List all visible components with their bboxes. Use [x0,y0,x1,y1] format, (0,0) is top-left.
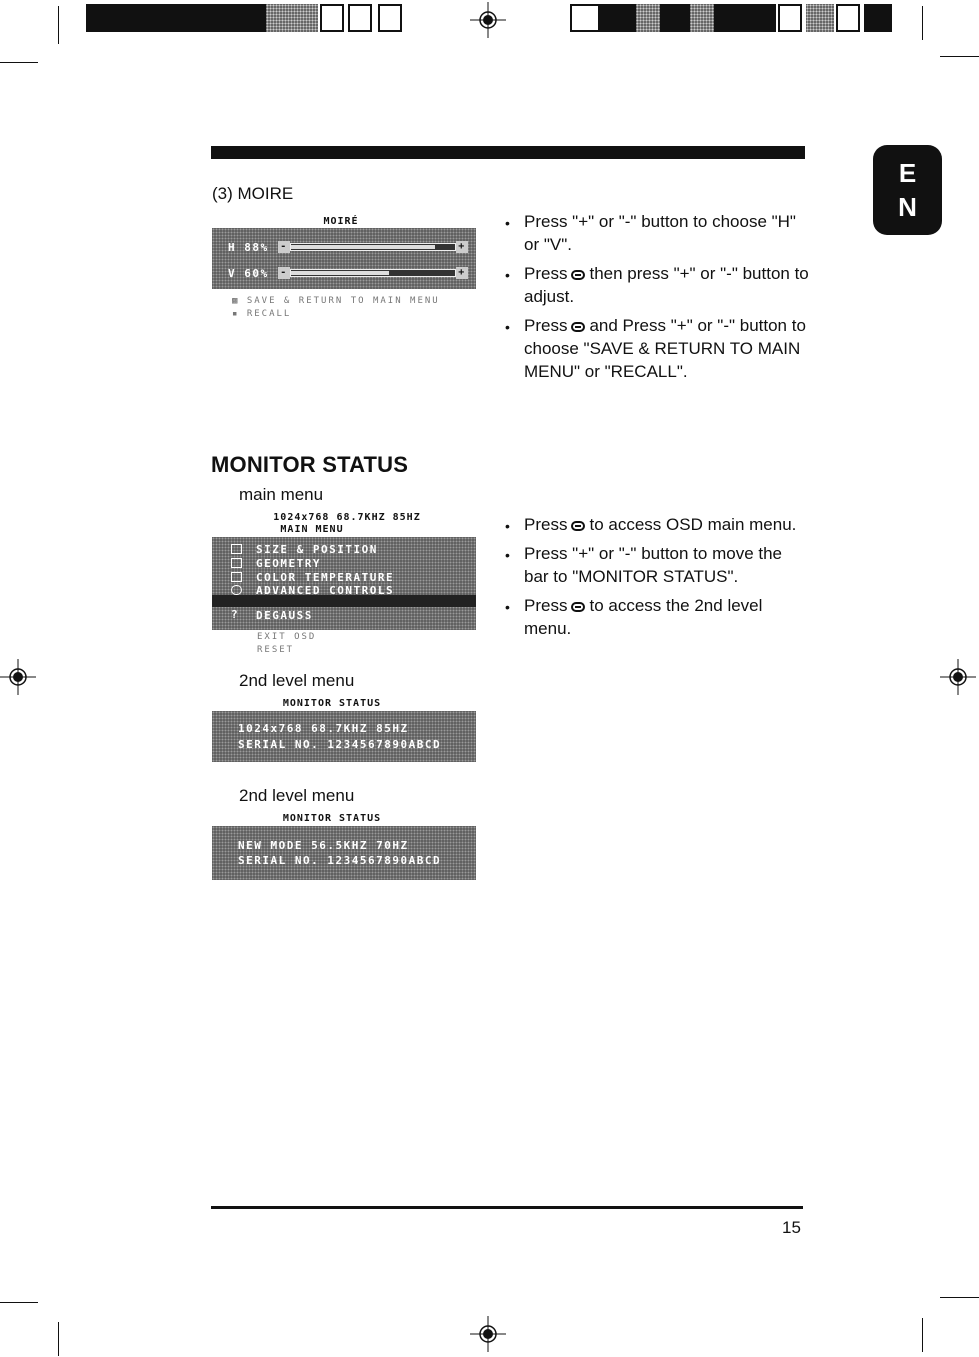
registration-crosshair-icon [940,659,976,695]
list-item: Press "+" or "-" button to move the bar … [505,542,810,588]
instruction-text: Press "+" or "-" button to choose "H" or… [524,212,796,254]
registration-crosshair-icon [0,659,36,695]
language-tab-letter: E [898,158,917,188]
exit-osd-option: EXIT OSD [257,632,317,642]
instruction-text: to access the 2nd level menu. [524,596,763,638]
moire-osd-screen: H 88% + - V 60% + - [212,228,476,289]
level2-title: MONITOR STATUS [282,813,382,824]
moire-recall-option: ▪ RECALL [232,309,291,319]
registration-crosshair-icon [470,1316,506,1352]
plus-icon: + [456,241,468,253]
main-menu-title: MAIN MENU [280,524,344,535]
instruction-text: Press [524,264,568,283]
menu-button-icon [571,270,586,280]
status-line: 1024x768 68.7KHZ 85HZ [238,722,409,735]
level2-title: MONITOR STATUS [282,698,382,709]
instruction-text: Press [524,316,568,335]
registration-crosshair-icon [470,2,506,38]
instruction-text: Press [524,515,568,534]
menu-highlight-bar [212,595,476,607]
level2-label: 2nd level menu [239,671,355,690]
moire-section-label: (3) MOIRE [212,184,294,203]
moire-h-label: H 88% [228,241,269,254]
status-line: SERIAL NO. 1234567890ABCD [238,738,442,751]
level2-osd-screen: NEW MODE 56.5KHZ 70HZ SERIAL NO. 1234567… [212,826,476,880]
advanced-controls-icon [231,585,242,595]
minus-icon: - [278,241,290,253]
monitor-status-instructions: Press to access OSD main menu. Press "+" … [505,513,810,646]
instruction-text: and Press "+" or "-" button to choose "S… [524,316,806,381]
moire-save-label: SAVE & RETURN TO MAIN MENU [246,296,440,306]
list-item: Press "+" or "-" button to choose "H" or… [505,210,810,256]
menu-button-icon [571,602,586,612]
language-tab-letter: N [898,192,917,222]
menu-item: GEOMETRY [256,557,321,570]
level2-label: 2nd level menu [239,786,355,805]
moire-save-option: ▩ SAVE & RETURN TO MAIN MENU [232,296,440,306]
bottom-rule [211,1206,803,1209]
moire-osd-caption: MOIRÉ [323,216,359,227]
degauss-icon: ? [231,608,240,621]
page-number: 15 [782,1218,801,1237]
moire-h-slider [290,243,456,251]
save-icon: ▩ [232,296,240,306]
menu-button-icon [571,322,586,332]
language-tab: E N [873,145,942,235]
geometry-icon [231,558,242,568]
instruction-text: to access OSD main menu. [589,515,797,534]
status-line: NEW MODE 56.5KHZ 70HZ [238,839,409,852]
list-item: Press to access OSD main menu. [505,513,810,538]
menu-item: SIZE & POSITION [256,543,378,556]
moire-instructions: Press "+" or "-" button to choose "H" or… [505,210,810,389]
level2-osd-screen: 1024x768 68.7KHZ 85HZ SERIAL NO. 1234567… [212,711,476,762]
instruction-text: then press "+" or "-" button to adjust. [524,264,809,306]
menu-item: ADVANCED CONTROLS [256,584,395,597]
instruction-text: Press "+" or "-" button to move the bar … [524,544,783,586]
section-heading: MONITOR STATUS [211,452,409,477]
menu-item: COLOR TEMPERATURE [256,571,395,584]
top-rule [211,146,805,159]
plus-icon: + [456,267,468,279]
moire-v-slider [290,269,456,277]
instruction-text: Press [524,596,568,615]
main-menu-info: 1024x768 68.7KHZ 85HZ [273,512,421,523]
size-position-icon [231,544,242,554]
main-menu-label: main menu [239,485,324,504]
moire-v-label: V 60% [228,267,269,280]
main-menu-osd-screen: SIZE & POSITION GEOMETRY COLOR TEMPERATU… [212,537,476,630]
moire-recall-label: RECALL [246,309,292,319]
status-line: SERIAL NO. 1234567890ABCD [238,854,442,867]
color-temperature-icon [231,572,242,582]
reset-option: RESET [257,645,295,655]
minus-icon: - [278,267,290,279]
menu-button-icon [571,521,586,531]
recall-icon: ▪ [232,309,240,319]
menu-item: DEGAUSS [256,609,313,622]
